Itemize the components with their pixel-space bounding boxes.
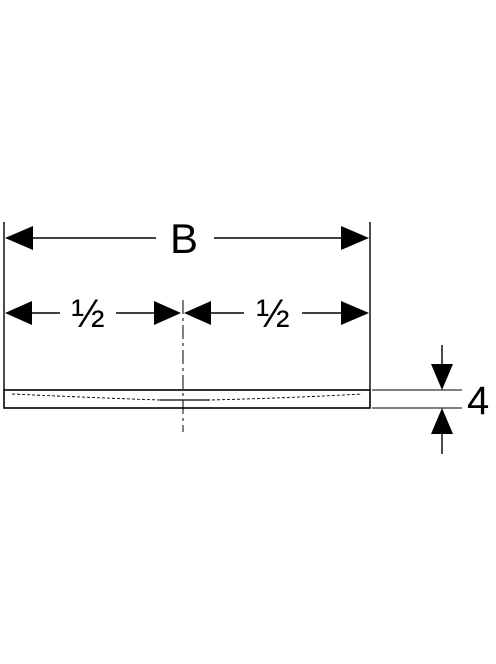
width-label: B [170,215,198,262]
width-arrow-right [341,226,369,250]
plate-profile [3,389,371,409]
thickness-dimension: 4 [372,345,489,454]
thickness-label: 4 [467,379,489,423]
thickness-arrow-bottom [431,408,453,434]
half-dimension-left: ½ [5,292,181,336]
half-right-label: ½ [256,292,289,336]
drainage-slope-line [11,393,363,401]
width-arrow-left [5,226,33,250]
half-dimension-right: ½ [184,292,369,336]
width-dimension: B [5,215,369,262]
half-left-label: ½ [71,292,104,336]
thickness-arrow-top [431,364,453,390]
